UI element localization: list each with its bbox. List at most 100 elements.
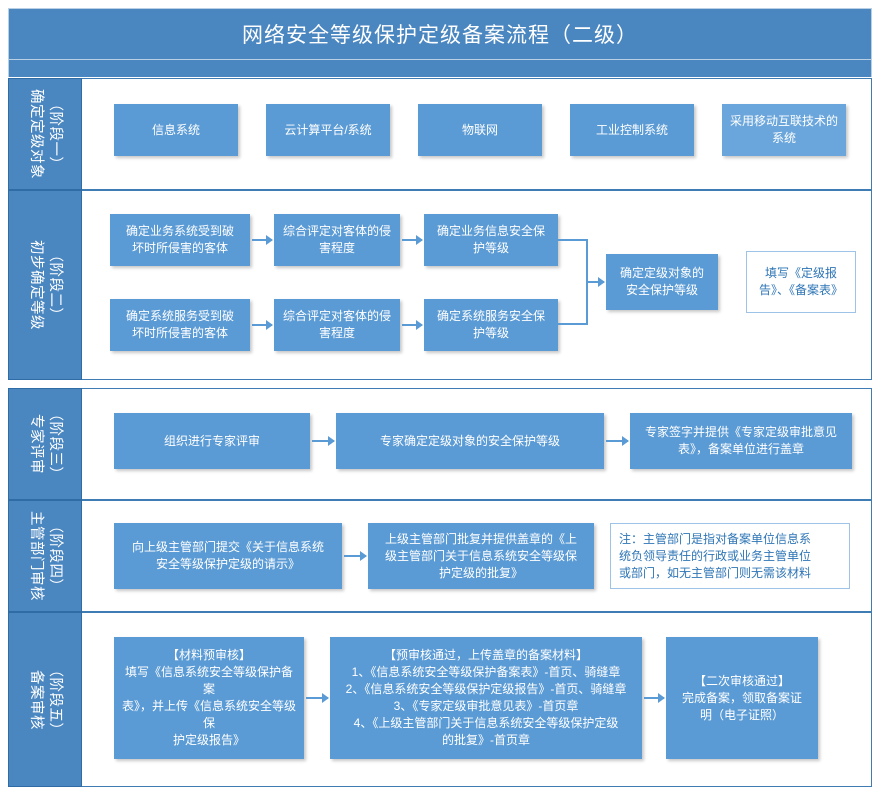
arrow-authority-1 bbox=[344, 555, 366, 557]
stage-label-1-line1: （阶段一） bbox=[47, 96, 63, 172]
box-expert-sign[interactable]: 专家签字并提供《专家定级审批意见 表》，备案单位进行盖章 bbox=[630, 413, 852, 469]
box-expert-confirm[interactable]: 专家确定定级对象的安全保护等级 bbox=[336, 413, 604, 469]
box-note-authority[interactable]: 注：主管部门是指对备案单位信息系 统负领导责任的行政或业务主管单位 或部门，如无… bbox=[610, 523, 850, 589]
box-material-prereview-line3: 表》，并上传《信息系统安全等级保 bbox=[121, 699, 296, 730]
box-upload-materials[interactable]: 【预审核通过，上传盖章的备案材料】 1、《信息系统安全等级保护备案表》-首页、骑… bbox=[330, 637, 642, 759]
box-fill-report-line2: 告》、《备案表》 bbox=[758, 283, 843, 297]
stage-label-2: （阶段二） 初步确定等级 bbox=[8, 190, 82, 380]
stage-row-4: （阶段四） 主管部门审核 向上级主管部门提交《关于信息系统 安全等级保护定级的请… bbox=[8, 500, 872, 612]
box-material-prereview-line4: 护定级报告》 bbox=[172, 733, 245, 747]
box-business-object[interactable]: 确定业务系统受到破 坏时所侵害的客体 bbox=[110, 214, 250, 266]
diagram-title-bar: 网络安全等级保护定级备案流程（二级） bbox=[8, 8, 872, 60]
box-business-damage[interactable]: 综合评定对客体的侵 害程度 bbox=[274, 214, 400, 266]
box-second-review-pass-line3: 明（电子证照） bbox=[699, 707, 784, 722]
box-industrial-control[interactable]: 工业控制系统 bbox=[570, 104, 694, 156]
box-information-system[interactable]: 信息系统 bbox=[114, 104, 238, 156]
box-final-level-line2: 安全保护等级 bbox=[625, 283, 698, 297]
stage-label-4-line1: （阶段四） bbox=[47, 518, 63, 594]
box-upload-materials-line1: 【预审核通过，上传盖章的备案材料】 bbox=[383, 648, 588, 662]
stage-label-1-text: （阶段一） 确定定级对象 bbox=[26, 89, 64, 179]
stage-label-3-line2: 专家评审 bbox=[28, 414, 44, 474]
stage-body-1: 信息系统 云计算平台/系统 物联网 工业控制系统 采用移动互联技术的 系统 bbox=[82, 78, 872, 190]
box-fill-report-line1: 填写《定级报 bbox=[764, 266, 837, 280]
box-submit-request[interactable]: 向上级主管部门提交《关于信息系统 安全等级保护定级的请示》 bbox=[114, 523, 342, 589]
stage-label-4-line2: 主管部门审核 bbox=[28, 511, 44, 601]
stage-row-5: （阶段五） 备案审核 【材料预审核】 填写《信息系统安全等级保护备案 表》，并上… bbox=[8, 612, 872, 787]
title-spacer bbox=[8, 60, 872, 77]
box-upload-materials-line4: 3、《专家定级审批意见表》-首页章 bbox=[393, 699, 579, 713]
stage-body-3: 组织进行专家评审 专家确定定级对象的安全保护等级 专家签字并提供《专家定级审批意… bbox=[82, 388, 872, 500]
box-expert-sign-line1: 专家签字并提供《专家定级审批意见 bbox=[644, 425, 837, 439]
stage-label-4: （阶段四） 主管部门审核 bbox=[8, 500, 82, 612]
box-second-review-pass[interactable]: 【二次审核通过】 完成备案，领取备案证 明（电子证照） bbox=[666, 637, 818, 759]
box-industrial-control-label: 工业控制系统 bbox=[595, 122, 668, 137]
box-iot-label: 物联网 bbox=[461, 122, 498, 137]
box-note-authority-line3: 或部门，如无主管部门则无需该材料 bbox=[619, 565, 812, 580]
box-cloud-platform-label: 云计算平台/系统 bbox=[284, 122, 372, 137]
stage-label-5-line1: （阶段五） bbox=[47, 662, 63, 737]
box-final-level-line1: 确定定级对象的 bbox=[619, 266, 704, 280]
box-second-review-pass-line1: 【二次审核通过】 bbox=[693, 673, 790, 688]
stage-label-1: （阶段一） 确定定级对象 bbox=[8, 78, 82, 190]
stage-body-2: 确定业务系统受到破 坏时所侵害的客体 综合评定对客体的侵 害程度 确定业务信息安… bbox=[82, 190, 872, 380]
box-service-level[interactable]: 确定系统服务安全保 护等级 bbox=[424, 299, 558, 351]
merge-connector bbox=[558, 239, 588, 325]
box-expert-review[interactable]: 组织进行专家评审 bbox=[114, 413, 310, 469]
box-business-damage-line1: 综合评定对客体的侵 bbox=[282, 224, 391, 238]
box-upload-materials-line5: 4、《上级主管部门关于信息系统安全等级保护定级 bbox=[353, 716, 619, 730]
arrow-filing-2 bbox=[644, 697, 664, 699]
arrow-service-2 bbox=[402, 324, 422, 326]
stage-label-3-line1: （阶段三） bbox=[47, 406, 63, 482]
stage-label-5-line2: 备案审核 bbox=[28, 669, 44, 730]
arrow-filing-1 bbox=[306, 697, 328, 699]
box-business-level-line1: 确定业务信息安全保 bbox=[436, 224, 545, 238]
box-submit-request-line1: 向上级主管部门提交《关于信息系统 bbox=[131, 540, 324, 554]
box-second-review-pass-line2: 完成备案，领取备案证 bbox=[681, 690, 802, 705]
arrow-service-1 bbox=[252, 324, 272, 326]
box-business-object-line1: 确定业务系统受到破 bbox=[125, 224, 234, 238]
box-note-authority-line1: 注：主管部门是指对备案单位信息系 bbox=[619, 531, 812, 546]
box-note-authority-line2: 统负领导责任的行政或业务主管单位 bbox=[619, 548, 812, 563]
box-service-object[interactable]: 确定系统服务受到破 坏时所侵害的客体 bbox=[110, 299, 250, 351]
box-mobile-internet-line1: 采用移动互联技术的 bbox=[729, 114, 838, 128]
stage-row-1: （阶段一） 确定定级对象 信息系统 云计算平台/系统 物联网 工业控制系统 采用… bbox=[8, 78, 872, 190]
box-service-damage-line2: 害程度 bbox=[318, 326, 355, 340]
stage-body-4: 向上级主管部门提交《关于信息系统 安全等级保护定级的请示》 上级主管部门批复并提… bbox=[82, 500, 872, 612]
box-approval-reply[interactable]: 上级主管部门批复并提供盖章的《上 级主管部门关于信息系统安全等级保 护定级的批复… bbox=[368, 523, 594, 589]
box-service-object-line1: 确定系统服务受到破 bbox=[125, 309, 234, 323]
box-mobile-internet[interactable]: 采用移动互联技术的 系统 bbox=[722, 104, 846, 156]
box-iot[interactable]: 物联网 bbox=[418, 104, 542, 156]
arrow-expert-1 bbox=[312, 440, 334, 442]
box-approval-reply-line3: 护定级的批复》 bbox=[438, 565, 523, 580]
arrow-expert-2 bbox=[606, 440, 628, 442]
stage-label-3-text: （阶段三） 专家评审 bbox=[26, 407, 64, 482]
stage-label-2-line1: （阶段二） bbox=[47, 247, 63, 323]
box-service-damage[interactable]: 综合评定对客体的侵 害程度 bbox=[274, 299, 400, 351]
box-information-system-label: 信息系统 bbox=[151, 122, 200, 137]
box-material-prereview-line1: 【材料预审核】 bbox=[166, 648, 251, 662]
box-business-level-line2: 护等级 bbox=[472, 241, 509, 255]
stage-body-5: 【材料预审核】 填写《信息系统安全等级保护备案 表》，并上传《信息系统安全等级保… bbox=[82, 612, 872, 787]
box-business-level[interactable]: 确定业务信息安全保 护等级 bbox=[424, 214, 558, 266]
box-upload-materials-line6: 的批复》-首页章 bbox=[442, 733, 530, 747]
stage-label-2-line2: 初步确定等级 bbox=[28, 240, 44, 330]
box-expert-review-label: 组织进行专家评审 bbox=[163, 433, 260, 448]
box-business-damage-line2: 害程度 bbox=[318, 241, 355, 255]
stage-label-5: （阶段五） 备案审核 bbox=[8, 612, 82, 787]
box-mobile-internet-line2: 系统 bbox=[771, 131, 796, 145]
box-service-level-line2: 护等级 bbox=[472, 326, 509, 340]
box-final-level[interactable]: 确定定级对象的 安全保护等级 bbox=[606, 254, 718, 310]
arrow-business-2 bbox=[402, 239, 422, 241]
box-submit-request-line2: 安全等级保护定级的请示》 bbox=[155, 557, 300, 571]
stage-label-2-text: （阶段二） 初步确定等级 bbox=[26, 240, 64, 330]
box-fill-report[interactable]: 填写《定级报 告》、《备案表》 bbox=[746, 251, 856, 313]
box-upload-materials-line3: 2、《信息系统安全等级保护定级报告》-首页、骑缝章 bbox=[345, 682, 627, 696]
box-cloud-platform[interactable]: 云计算平台/系统 bbox=[266, 104, 390, 156]
box-upload-materials-line2: 1、《信息系统安全等级保护备案表》-首页、骑缝章 bbox=[351, 665, 621, 679]
box-expert-sign-line2: 表》，备案单位进行盖章 bbox=[677, 442, 804, 456]
stage-label-3: （阶段三） 专家评审 bbox=[8, 388, 82, 500]
box-material-prereview[interactable]: 【材料预审核】 填写《信息系统安全等级保护备案 表》，并上传《信息系统安全等级保… bbox=[114, 637, 304, 759]
stage-label-1-line2: 确定定级对象 bbox=[28, 89, 44, 179]
stage-label-5-text: （阶段五） 备案审核 bbox=[26, 662, 64, 737]
